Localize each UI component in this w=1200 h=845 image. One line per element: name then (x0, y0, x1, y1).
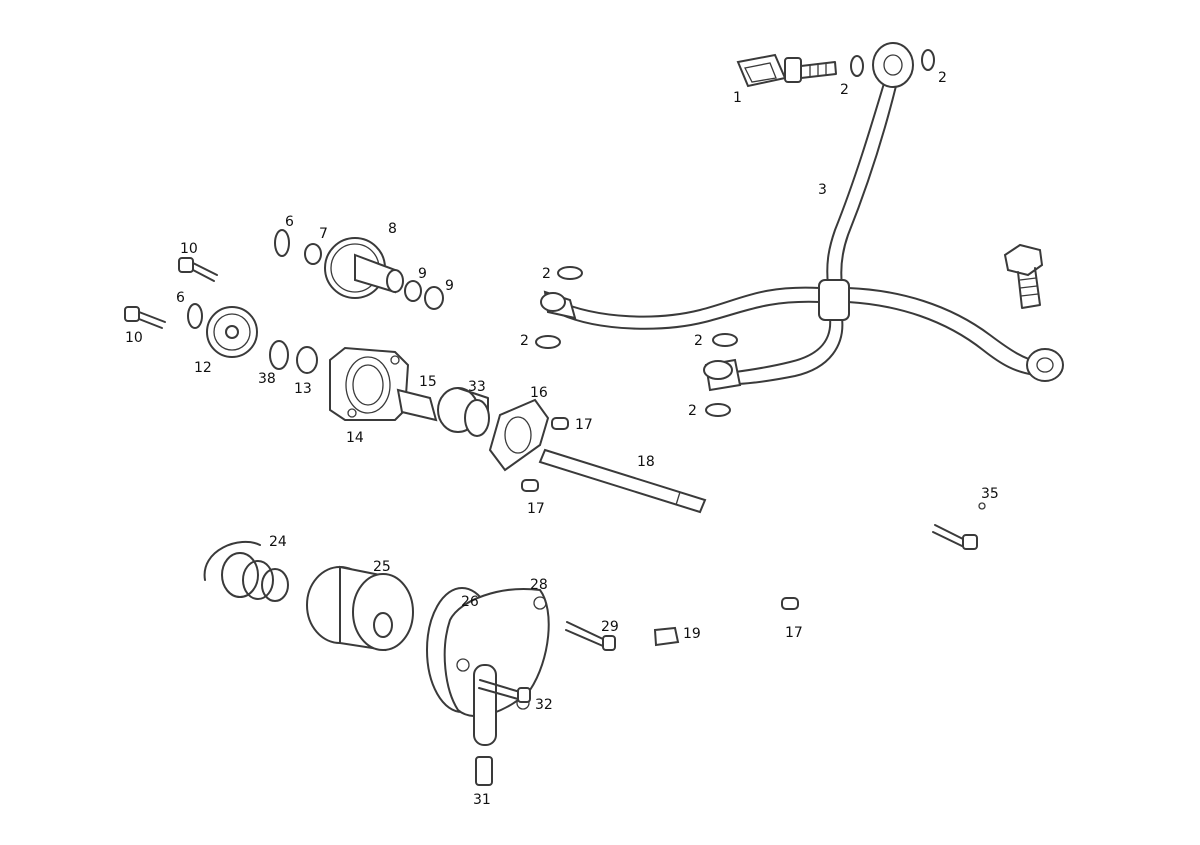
callout-29: 29 (601, 619, 619, 635)
rotor-33 (437, 387, 490, 437)
screw-32 (478, 679, 531, 703)
callout-18: 18 (637, 454, 655, 470)
spring-24 (203, 540, 289, 602)
callout-2: 2 (520, 333, 529, 349)
callout-15: 15 (419, 374, 437, 390)
callout-9: 9 (418, 266, 427, 282)
key-15 (396, 388, 438, 422)
screw-10-upper (178, 257, 218, 282)
callout-19: 19 (683, 626, 701, 642)
oil-pipe-3 (540, 42, 1064, 392)
seal-13 (296, 346, 318, 374)
callout-2: 2 (694, 333, 703, 349)
callout-2: 2 (840, 82, 849, 98)
callout-6: 6 (176, 290, 185, 306)
callout-12: 12 (194, 360, 212, 376)
callout-2: 2 (938, 70, 947, 86)
callout-24: 24 (269, 534, 287, 550)
callout-32: 32 (535, 697, 553, 713)
filter-cover-28 (443, 588, 550, 746)
callout-2: 2 (688, 403, 697, 419)
screw-10-lower (124, 306, 166, 329)
callout-9: 9 (445, 278, 454, 294)
gear-8 (324, 237, 404, 299)
callout-8: 8 (388, 221, 397, 237)
circlip-6 (187, 229, 290, 329)
pump-body-14 (329, 346, 410, 421)
callout-6: 6 (285, 214, 294, 230)
circlip-38 (269, 340, 289, 370)
banjo-bolt (1003, 243, 1044, 309)
temperature-sensor-1 (736, 53, 837, 88)
screw-29 (565, 621, 616, 651)
screw-35 (932, 502, 986, 550)
callout-3: 3 (818, 182, 827, 198)
callout-31: 31 (473, 792, 491, 808)
callout-38: 38 (258, 371, 276, 387)
callout-25: 25 (373, 559, 391, 575)
bushings-9 (404, 280, 444, 310)
callout-16: 16 (530, 385, 548, 401)
callout-2: 2 (542, 266, 551, 282)
callout-33: 33 (468, 379, 486, 395)
callout-10: 10 (180, 241, 198, 257)
callout-17: 17 (785, 625, 803, 641)
callout-17: 17 (527, 501, 545, 517)
callout-7: 7 (319, 226, 328, 242)
callout-26: 26 (461, 594, 479, 610)
callout-13: 13 (294, 381, 312, 397)
callout-10: 10 (125, 330, 143, 346)
dowel-pins-17 (521, 417, 799, 610)
plug-31 (475, 756, 493, 786)
oil-filter-25 (306, 565, 414, 652)
callout-14: 14 (346, 430, 364, 446)
gear-12 (206, 306, 258, 358)
callout-17: 17 (575, 417, 593, 433)
pump-shaft-18 (538, 448, 707, 514)
pump-cover-16 (488, 398, 550, 472)
callout-28: 28 (530, 577, 548, 593)
callout-1: 1 (733, 90, 742, 106)
callout-labels: 1 2 2 3 2 2 2 2 6 6 7 8 9 9 10 10 12 13 … (125, 70, 999, 808)
sealing-washers-2 (535, 49, 935, 417)
part-19 (653, 626, 680, 647)
washer-7 (304, 243, 322, 265)
callout-35: 35 (981, 486, 999, 502)
